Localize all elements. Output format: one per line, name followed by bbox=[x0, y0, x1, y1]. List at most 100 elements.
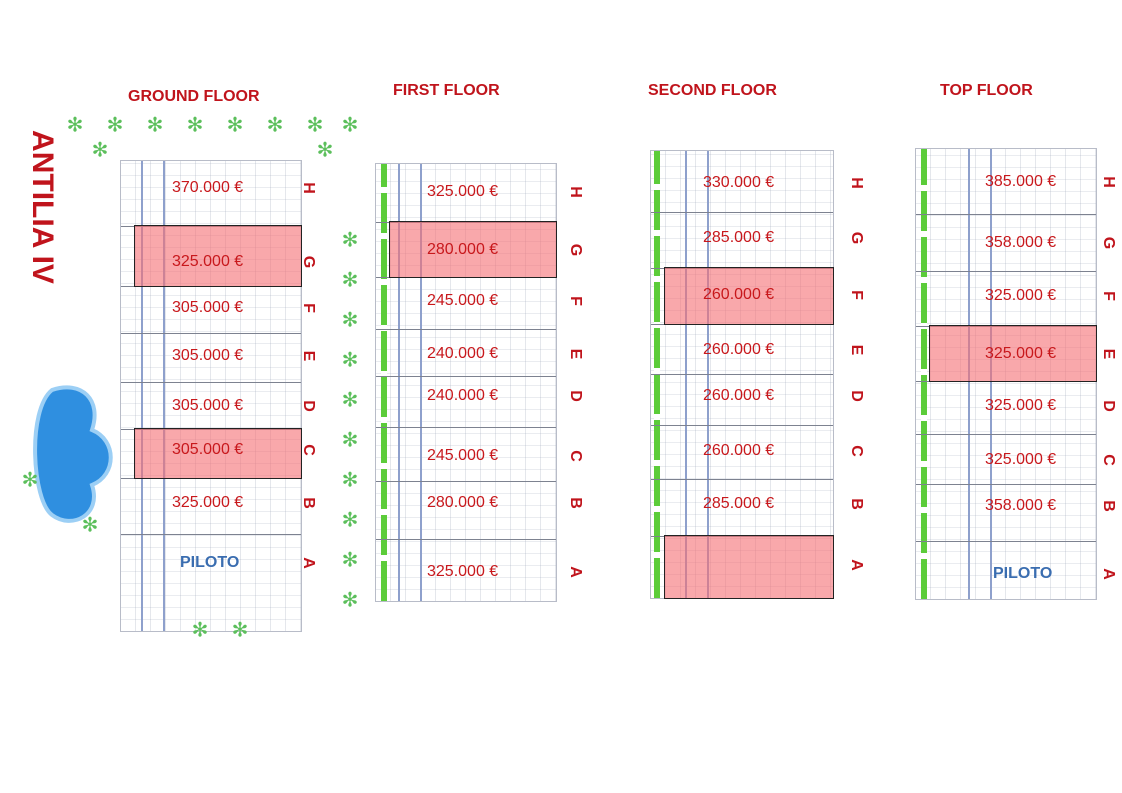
unit-letter: D bbox=[1100, 400, 1117, 412]
unit-price[interactable]: 260.000 € bbox=[703, 387, 775, 404]
palm-tree-icon: ✻ bbox=[341, 229, 359, 252]
palm-tree-icon: ✻ bbox=[191, 619, 209, 642]
palm-tree-icon: ✻ bbox=[341, 389, 359, 412]
palm-tree-icon: ✻ bbox=[341, 309, 359, 332]
unit-letter: G bbox=[1100, 236, 1117, 250]
unit-letter: G bbox=[300, 255, 317, 269]
planter-strip bbox=[921, 149, 927, 599]
unit-price[interactable]: 325.000 € bbox=[985, 345, 1057, 362]
unit-divider bbox=[376, 427, 556, 428]
palm-tree-icon: ✻ bbox=[341, 549, 359, 572]
palm-tree-icon: ✻ bbox=[341, 469, 359, 492]
highlighted-unit[interactable] bbox=[664, 266, 834, 325]
unit-divider bbox=[651, 374, 833, 375]
palm-tree-icon: ✻ bbox=[226, 114, 244, 137]
unit-letter: G bbox=[567, 243, 584, 257]
highlighted-unit[interactable] bbox=[134, 225, 302, 287]
unit-divider bbox=[376, 328, 556, 330]
unit-divider bbox=[651, 424, 833, 426]
unit-letter: H bbox=[567, 186, 584, 198]
unit-divider bbox=[376, 376, 556, 377]
unit-letter: G bbox=[848, 231, 865, 245]
project-name: ANTILIA IV bbox=[26, 130, 59, 284]
floor-title: TOP FLOOR bbox=[940, 82, 1033, 99]
unit-letter: B bbox=[848, 498, 865, 510]
highlighted-unit[interactable] bbox=[664, 534, 834, 599]
palm-tree-icon: ✻ bbox=[186, 114, 204, 137]
floor-plan bbox=[650, 150, 834, 599]
unit-price[interactable]: 358.000 € bbox=[985, 497, 1057, 514]
unit-price[interactable]: 260.000 € bbox=[703, 286, 775, 303]
unit-price[interactable]: 245.000 € bbox=[427, 292, 499, 309]
unit-price[interactable]: 280.000 € bbox=[427, 241, 499, 258]
unit-price[interactable]: 280.000 € bbox=[427, 494, 499, 511]
unit-price[interactable]: 325.000 € bbox=[985, 451, 1057, 468]
unit-letter: H bbox=[300, 182, 317, 194]
unit-divider bbox=[376, 538, 556, 540]
unit-divider bbox=[121, 382, 301, 383]
unit-price[interactable]: 358.000 € bbox=[985, 234, 1057, 251]
unit-letter: B bbox=[1100, 500, 1117, 512]
swimming-pool bbox=[33, 385, 113, 523]
unit-letter: A bbox=[848, 559, 865, 571]
piloto-label[interactable]: PILOTO bbox=[993, 565, 1053, 582]
palm-tree-icon: ✻ bbox=[91, 139, 109, 162]
unit-divider bbox=[651, 478, 833, 480]
unit-letter: H bbox=[1100, 176, 1117, 188]
palm-tree-icon: ✻ bbox=[106, 114, 124, 137]
piloto-label[interactable]: PILOTO bbox=[180, 554, 240, 571]
unit-letter: B bbox=[300, 497, 317, 509]
floor-title: SECOND FLOOR bbox=[648, 82, 777, 99]
unit-letter: F bbox=[567, 296, 584, 306]
unit-price[interactable]: 385.000 € bbox=[985, 173, 1057, 190]
unit-divider bbox=[916, 434, 1096, 435]
unit-letter: A bbox=[1100, 568, 1117, 580]
palm-tree-icon: ✻ bbox=[81, 514, 99, 537]
unit-price[interactable]: 305.000 € bbox=[172, 347, 244, 364]
unit-price[interactable]: 325.000 € bbox=[427, 563, 499, 580]
unit-price[interactable]: 240.000 € bbox=[427, 345, 499, 362]
unit-price[interactable]: 245.000 € bbox=[427, 447, 499, 464]
highlighted-unit[interactable] bbox=[134, 428, 302, 479]
unit-price[interactable]: 305.000 € bbox=[172, 397, 244, 414]
unit-price[interactable]: 370.000 € bbox=[172, 179, 244, 196]
unit-letter: E bbox=[567, 348, 584, 360]
palm-tree-icon: ✻ bbox=[341, 269, 359, 292]
unit-price[interactable]: 325.000 € bbox=[985, 287, 1057, 304]
unit-divider bbox=[651, 211, 833, 213]
highlighted-unit[interactable] bbox=[929, 325, 1097, 382]
unit-divider bbox=[376, 480, 556, 482]
unit-divider bbox=[121, 534, 301, 535]
unit-price[interactable]: 325.000 € bbox=[427, 183, 499, 200]
unit-letter: F bbox=[848, 290, 865, 300]
unit-letter: C bbox=[300, 444, 317, 456]
unit-letter: D bbox=[848, 390, 865, 402]
unit-price[interactable]: 285.000 € bbox=[703, 229, 775, 246]
unit-letter: B bbox=[567, 497, 584, 509]
unit-letter: C bbox=[567, 450, 584, 462]
unit-letter: F bbox=[300, 303, 317, 313]
floor-title: GROUND FLOOR bbox=[128, 88, 260, 105]
unit-divider bbox=[916, 213, 1096, 215]
unit-price[interactable]: 305.000 € bbox=[172, 441, 244, 458]
unit-price[interactable]: 325.000 € bbox=[985, 397, 1057, 414]
unit-price[interactable]: 285.000 € bbox=[703, 495, 775, 512]
unit-price[interactable]: 305.000 € bbox=[172, 299, 244, 316]
palm-tree-icon: ✻ bbox=[341, 114, 359, 137]
unit-letter: E bbox=[300, 350, 317, 362]
unit-price[interactable]: 330.000 € bbox=[703, 174, 775, 191]
unit-divider bbox=[916, 541, 1096, 542]
palm-tree-icon: ✻ bbox=[341, 589, 359, 612]
palm-tree-icon: ✻ bbox=[146, 114, 164, 137]
palm-tree-icon: ✻ bbox=[341, 349, 359, 372]
unit-price[interactable]: 325.000 € bbox=[172, 253, 244, 270]
unit-price[interactable]: 240.000 € bbox=[427, 387, 499, 404]
unit-price[interactable]: 260.000 € bbox=[703, 442, 775, 459]
unit-price[interactable]: 325.000 € bbox=[172, 494, 244, 511]
unit-price[interactable]: 260.000 € bbox=[703, 341, 775, 358]
palm-tree-icon: ✻ bbox=[231, 619, 249, 642]
palm-tree-icon: ✻ bbox=[21, 469, 39, 492]
highlighted-unit[interactable] bbox=[389, 221, 557, 278]
palm-tree-icon: ✻ bbox=[341, 429, 359, 452]
